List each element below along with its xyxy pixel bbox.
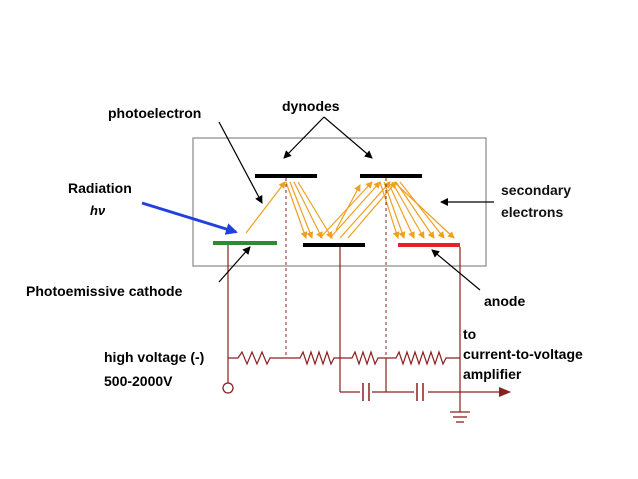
radiation-arrow — [141, 201, 238, 235]
resistor-chain — [228, 350, 460, 366]
label-photoemissive-cathode: Photoemissive cathode — [26, 283, 183, 299]
electron-trajectories — [245, 181, 455, 239]
ground-symbol-icon — [450, 411, 470, 423]
label-current-to-voltage: current-to-voltage — [463, 346, 583, 362]
label-high-voltage: high voltage (-) — [104, 349, 204, 365]
label-amplifier: amplifier — [463, 366, 522, 382]
bias-circuit — [227, 245, 511, 412]
label-voltage-range: 500-2000V — [104, 373, 173, 389]
label-pointers — [218, 116, 494, 291]
label-dynodes: dynodes — [282, 98, 340, 114]
label-anode: anode — [484, 293, 525, 309]
label-hv: hν — [90, 203, 106, 218]
label-radiation: Radiation — [68, 180, 132, 196]
label-photoelectron: photoelectron — [108, 105, 201, 121]
label-electrons: electrons — [501, 204, 563, 220]
capacitor-2 — [416, 383, 424, 401]
label-secondary: secondary — [501, 182, 571, 198]
terminal-circle-icon — [222, 382, 234, 394]
label-to: to — [463, 326, 476, 342]
capacitor-1 — [362, 383, 370, 401]
